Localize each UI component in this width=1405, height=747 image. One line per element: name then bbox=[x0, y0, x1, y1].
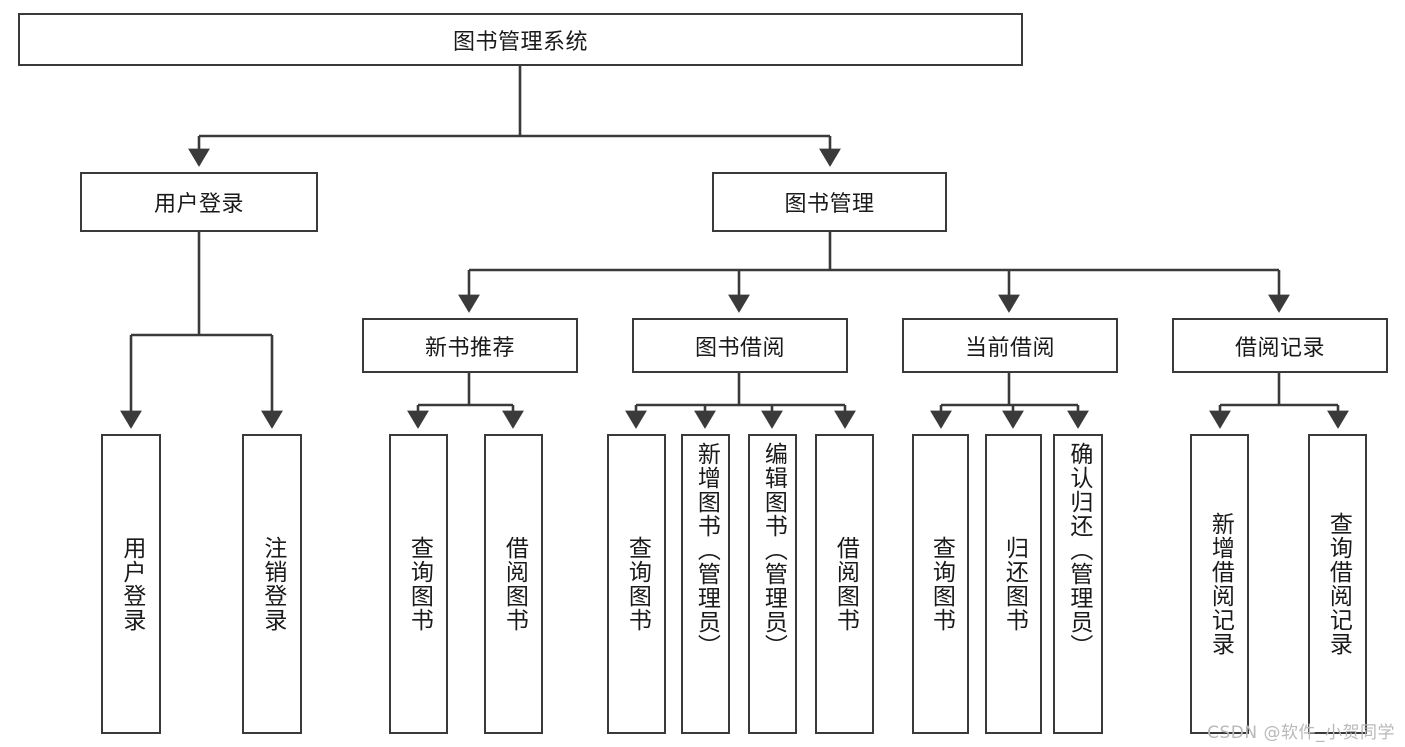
leaf-borrow-book-label: 借阅图书 bbox=[832, 536, 859, 632]
leaf-confirm-return-admin[interactable]: 确认归还（管理员） bbox=[1053, 434, 1103, 734]
leaf-query-borrow-record-label: 查询借阅记录 bbox=[1325, 512, 1352, 656]
leaf-add-book-admin-label: 新增图书（管理员） bbox=[693, 442, 720, 658]
leaf-add-book-admin[interactable]: 新增图书（管理员） bbox=[681, 434, 730, 734]
leaf-edit-book-admin[interactable]: 编辑图书（管理员） bbox=[748, 434, 797, 734]
node-book-management-label: 图书管理 bbox=[784, 192, 875, 217]
leaf-user-login-label: 用户登录 bbox=[118, 536, 145, 632]
node-current-borrow[interactable]: 当前借阅 bbox=[902, 318, 1118, 373]
node-current-borrow-label: 当前借阅 bbox=[964, 335, 1055, 361]
node-new-book-recommend[interactable]: 新书推荐 bbox=[362, 318, 578, 373]
node-borrow-record[interactable]: 借阅记录 bbox=[1172, 318, 1388, 373]
leaf-query-book-newbook[interactable]: 查询图书 bbox=[389, 434, 448, 734]
node-book-borrow-label: 图书借阅 bbox=[694, 335, 785, 361]
node-root-label: 图书管理系统 bbox=[452, 29, 588, 55]
leaf-query-borrow-record[interactable]: 查询借阅记录 bbox=[1308, 434, 1367, 734]
node-book-borrow[interactable]: 图书借阅 bbox=[632, 318, 848, 373]
node-user-login-label: 用户登录 bbox=[153, 192, 244, 217]
leaf-query-book-borrow-label: 查询图书 bbox=[624, 536, 651, 632]
leaf-add-borrow-record[interactable]: 新增借阅记录 bbox=[1190, 434, 1249, 734]
leaf-logout[interactable]: 注销登录 bbox=[242, 434, 302, 734]
leaf-confirm-return-admin-label: 确认归还（管理员） bbox=[1065, 442, 1092, 658]
leaf-logout-label: 注销登录 bbox=[259, 536, 286, 632]
leaf-return-book-label: 归还图书 bbox=[1001, 536, 1028, 632]
leaf-query-book-current-label: 查询图书 bbox=[928, 536, 955, 632]
leaf-add-borrow-record-label: 新增借阅记录 bbox=[1207, 512, 1234, 656]
leaf-edit-book-admin-label: 编辑图书（管理员） bbox=[760, 442, 787, 658]
leaf-user-login[interactable]: 用户登录 bbox=[101, 434, 161, 734]
leaf-borrow-book[interactable]: 借阅图书 bbox=[815, 434, 874, 734]
leaf-query-book-borrow[interactable]: 查询图书 bbox=[607, 434, 666, 734]
csdn-watermark: CSDN @软件_小贺同学 bbox=[1207, 723, 1395, 743]
node-user-login[interactable]: 用户登录 bbox=[80, 172, 318, 232]
leaf-query-book-current[interactable]: 查询图书 bbox=[912, 434, 969, 734]
node-new-book-recommend-label: 新书推荐 bbox=[424, 335, 515, 361]
node-root[interactable]: 图书管理系统 bbox=[18, 13, 1023, 66]
leaf-query-book-newbook-label: 查询图书 bbox=[406, 536, 433, 632]
leaf-return-book[interactable]: 归还图书 bbox=[985, 434, 1042, 734]
leaf-borrow-book-newbook[interactable]: 借阅图书 bbox=[484, 434, 543, 734]
node-borrow-record-label: 借阅记录 bbox=[1234, 335, 1325, 361]
leaf-borrow-book-newbook-label: 借阅图书 bbox=[501, 536, 528, 632]
node-book-management[interactable]: 图书管理 bbox=[712, 172, 947, 232]
